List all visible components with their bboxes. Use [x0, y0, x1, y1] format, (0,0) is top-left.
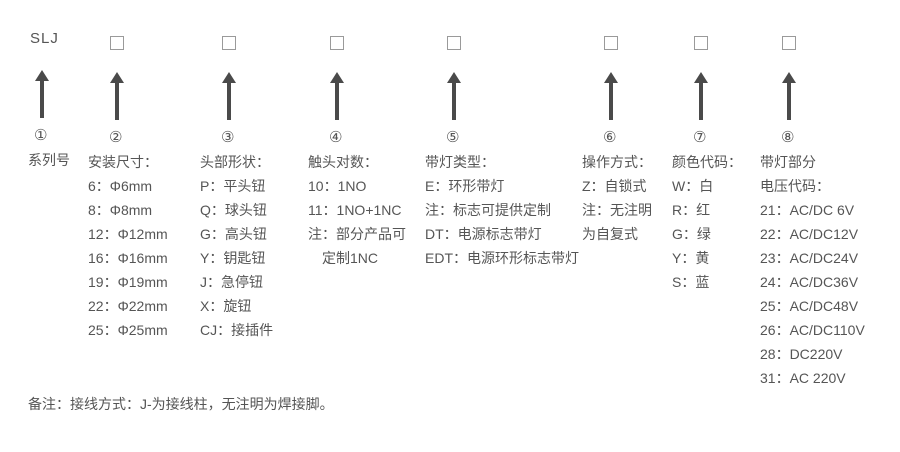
up-arrow-icon: [447, 72, 461, 120]
up-arrow-icon: [222, 72, 236, 120]
column-heading: 系列号: [28, 152, 70, 168]
column-index: ⑤: [446, 129, 460, 146]
option-line: 22：AC/DC12V: [760, 226, 859, 242]
code-box: [222, 36, 236, 50]
option-line: EDT：电源环形标志带灯: [425, 250, 579, 266]
code-box: [694, 36, 708, 50]
code-box: [604, 36, 618, 50]
option-line: S：蓝: [672, 274, 710, 290]
option-line: E：环形带灯: [425, 178, 505, 194]
column-heading: 带灯类型：: [425, 154, 495, 170]
option-line: 12：Φ12mm: [88, 226, 168, 242]
column-index: ④: [329, 129, 343, 146]
option-line: Z：自锁式: [582, 178, 647, 194]
option-line: 定制1NC: [322, 250, 379, 266]
option-line: 31：AC 220V: [760, 370, 846, 386]
column-index: ②: [109, 129, 123, 146]
code-column-voltage: ⑧ 带灯部分 电压代码： 21：AC/DC 6V 22：AC/DC12V 23：…: [760, 30, 865, 390]
option-line: 注：部分产品可: [308, 226, 406, 242]
option-line: J：急停钮: [200, 274, 263, 290]
option-line: 19：Φ19mm: [88, 274, 168, 290]
code-column-lamp-type: ⑤ 带灯类型： E：环形带灯 注：标志可提供定制 DT：电源标志带灯 EDT：电…: [425, 30, 579, 270]
code-column-size: ② 安装尺寸： 6：Φ6mm 8：Φ8mm 12：Φ12mm 16：Φ16mm …: [88, 30, 168, 342]
up-arrow-icon: [694, 72, 708, 120]
option-line: 8：Φ8mm: [88, 202, 153, 218]
option-line: Q：球头钮: [200, 202, 267, 218]
option-line: 25：AC/DC48V: [760, 298, 859, 314]
option-line: 电压代码：: [760, 178, 830, 194]
column-heading: 带灯部分: [760, 154, 816, 170]
option-line: Y：黄: [672, 250, 710, 266]
series-label: SLJ: [30, 30, 59, 47]
column-heading: 头部形状：: [200, 154, 270, 170]
code-box: [447, 36, 461, 50]
option-line: DT：电源标志带灯: [425, 226, 542, 242]
option-line: 22：Φ22mm: [88, 298, 168, 314]
code-box: [110, 36, 124, 50]
option-line: Y：钥匙钮: [200, 250, 266, 266]
code-column-contacts: ④ 触头对数： 10：1NO 11：1NO+1NC 注：部分产品可 定制1NC: [308, 30, 406, 270]
code-column-operation: ⑥ 操作方式： Z：自锁式 注：无注明 为自复式: [582, 30, 652, 246]
option-line: G：绿: [672, 226, 711, 242]
column-index: ③: [221, 129, 235, 146]
option-line: P：平头钮: [200, 178, 266, 194]
option-line: W：白: [672, 178, 714, 194]
code-box: [330, 36, 344, 50]
up-arrow-icon: [782, 72, 796, 120]
column-index: ⑥: [603, 129, 617, 146]
option-line: 23：AC/DC24V: [760, 250, 859, 266]
option-line: 注：无注明: [582, 202, 652, 218]
option-line: 21：AC/DC 6V: [760, 202, 855, 218]
option-line: 16：Φ16mm: [88, 250, 168, 266]
column-heading: 触头对数：: [308, 154, 378, 170]
up-arrow-icon: [35, 70, 49, 118]
column-heading: 颜色代码：: [672, 154, 742, 170]
option-line: R：红: [672, 202, 711, 218]
option-line: 28：DC220V: [760, 346, 843, 362]
option-line: 25：Φ25mm: [88, 322, 168, 338]
up-arrow-icon: [330, 72, 344, 120]
column-heading: 安装尺寸：: [88, 154, 158, 170]
column-index: ⑧: [781, 129, 795, 146]
code-column-series: SLJ ① 系列号: [28, 30, 70, 172]
option-line: 10：1NO: [308, 178, 367, 194]
option-line: 24：AC/DC36V: [760, 274, 859, 290]
option-line: 11：1NO+1NC: [308, 202, 402, 218]
option-line: X：旋钮: [200, 298, 252, 314]
option-line: 为自复式: [582, 226, 638, 242]
code-box: [782, 36, 796, 50]
option-line: 注：标志可提供定制: [425, 202, 551, 218]
column-index: ①: [34, 127, 48, 144]
footnote: 备注：接线方式：J-为接线柱，无注明为焊接脚。: [28, 396, 334, 412]
column-heading: 操作方式：: [582, 154, 652, 170]
code-column-head-shape: ③ 头部形状： P：平头钮 Q：球头钮 G：高头钮 Y：钥匙钮 J：急停钮 X：…: [200, 30, 273, 342]
up-arrow-icon: [604, 72, 618, 120]
code-column-color: ⑦ 颜色代码： W：白 R：红 G：绿 Y：黄 S：蓝: [672, 30, 742, 294]
option-line: G：高头钮: [200, 226, 267, 242]
option-line: 26：AC/DC110V: [760, 322, 865, 338]
column-index: ⑦: [693, 129, 707, 146]
option-line: CJ：接插件: [200, 322, 274, 338]
up-arrow-icon: [110, 72, 124, 120]
option-line: 6：Φ6mm: [88, 178, 153, 194]
